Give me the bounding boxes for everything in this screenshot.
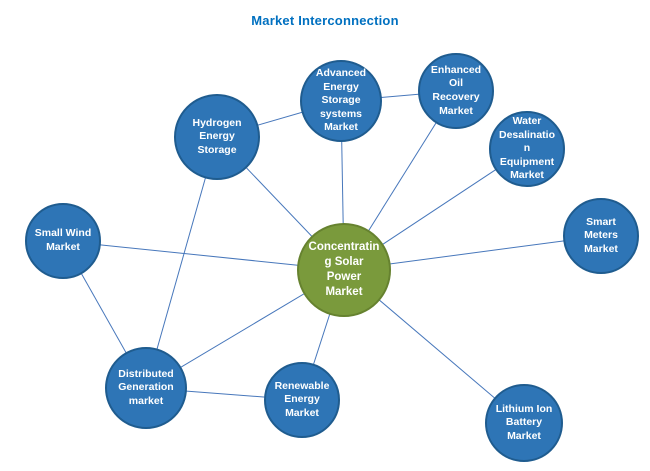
diagram-title: Market Interconnection	[251, 13, 399, 28]
node-label-water_desal: Water Desalination Equipment Market	[498, 114, 556, 182]
node-smart_meters: Smart Meters Market	[563, 198, 639, 274]
node-hydrogen: Hydrogen Energy Storage	[174, 94, 260, 180]
node-label-distributed: Distributed Generation market	[118, 367, 174, 407]
node-renewable: Renewable Energy Market	[264, 362, 340, 438]
node-label-advanced_storage: Advanced Energy Storage systems Market	[315, 66, 367, 134]
node-lithium: Lithium Ion Battery Market	[485, 384, 563, 462]
node-label-enhanced_oil: Enhanced Oil Recovery Market	[430, 63, 482, 117]
node-label-csp: Concentrating Solar Power Market	[308, 241, 380, 298]
node-label-renewable: Renewable Energy Market	[274, 379, 330, 419]
node-small_wind: Small Wind Market	[25, 203, 101, 279]
node-label-lithium: Lithium Ion Battery Market	[495, 402, 553, 442]
node-enhanced_oil: Enhanced Oil Recovery Market	[418, 53, 494, 129]
node-advanced_storage: Advanced Energy Storage systems Market	[300, 60, 382, 142]
node-label-smart_meters: Smart Meters Market	[584, 215, 618, 255]
node-label-hydrogen: Hydrogen Energy Storage	[192, 116, 242, 156]
node-water_desal: Water Desalination Equipment Market	[489, 111, 565, 187]
node-label-small_wind: Small Wind Market	[34, 227, 92, 253]
node-distributed: Distributed Generation market	[105, 347, 187, 429]
center-node-csp: Concentrating Solar Power Market	[297, 223, 391, 317]
